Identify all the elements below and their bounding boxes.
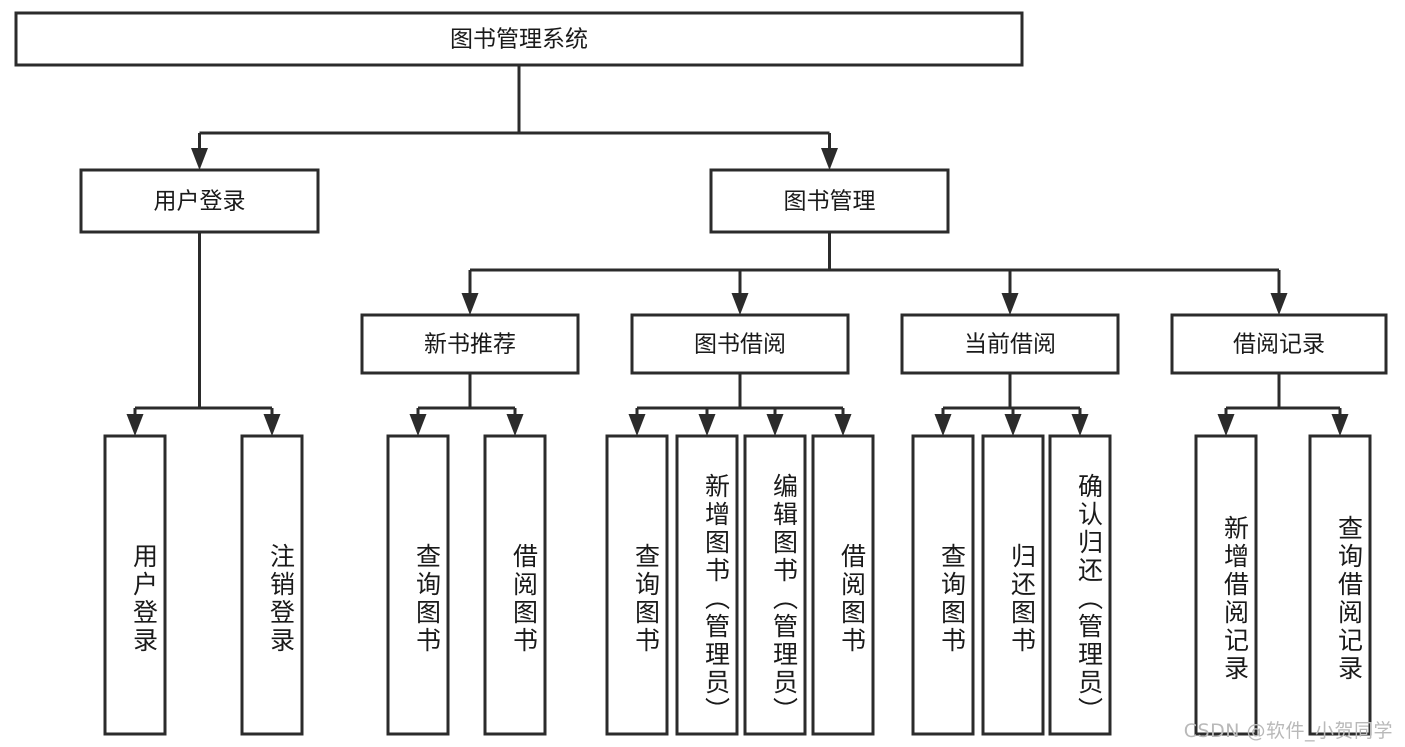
node---2[interactable]: 借阅记录 (1170, 313, 1388, 375)
node-box[interactable] (483, 434, 547, 736)
node-label: 借阅图书 (838, 543, 867, 655)
node-box[interactable] (900, 313, 1120, 375)
arrow-head-icon (766, 414, 784, 436)
edge-group-current (934, 373, 1089, 436)
node-box[interactable] (709, 168, 950, 234)
node-box[interactable] (630, 313, 850, 375)
arrow-head-icon (1071, 414, 1089, 436)
node-label: 当前借阅 (964, 332, 1056, 358)
node-box[interactable] (1048, 434, 1112, 736)
node-label: 图书管理 (784, 189, 876, 215)
nodes-layer: 图书管理系统用户登录图书管理新书推荐图书借阅当前借阅借阅记录用户登录注销登录查询… (14, 11, 1388, 736)
edge-group-login (126, 232, 281, 436)
node---2[interactable]: 新书推荐 (360, 313, 580, 375)
edge-group-borrow (628, 373, 852, 436)
node-label: 新书推荐 (424, 332, 516, 358)
arrow-head-icon (1270, 293, 1288, 315)
arrow-head-icon (126, 414, 144, 436)
node-box[interactable] (1194, 434, 1258, 736)
node-label: 新增借阅记录 (1221, 515, 1250, 683)
arrow-head-icon (934, 414, 952, 436)
node-label: 用户登录 (130, 543, 159, 655)
node-box[interactable] (1170, 313, 1388, 375)
arrow-head-icon (628, 414, 646, 436)
node-label: 新增图书（管理员） (702, 473, 731, 725)
arrow-head-icon (1217, 414, 1235, 436)
node-label: 用户登录 (154, 189, 246, 215)
node-box[interactable] (386, 434, 450, 736)
arrow-head-icon (409, 414, 427, 436)
node---3[interactable]: 借阅图书 (483, 434, 547, 736)
arrow-head-icon (834, 414, 852, 436)
arrow-head-icon (1004, 414, 1022, 436)
node---2[interactable]: 图书借阅 (630, 313, 850, 375)
node---0[interactable]: 图书管理系统 (14, 11, 1024, 67)
arrow-head-icon (191, 148, 208, 170)
node-box[interactable] (14, 11, 1024, 67)
node---3[interactable]: 注销登录 (240, 434, 304, 736)
node-box[interactable] (675, 434, 739, 736)
edge-group-bookmgmt (461, 232, 1288, 315)
edges-layer (126, 65, 1349, 436)
node-label: 查询图书 (413, 543, 442, 655)
node-label: 图书借阅 (694, 332, 786, 358)
node-label: 查询图书 (632, 543, 661, 655)
edge-group-root (191, 65, 838, 170)
arrow-head-icon (731, 293, 749, 315)
node-box[interactable] (911, 434, 975, 736)
node-box[interactable] (360, 313, 580, 375)
edge-group-newbook (409, 373, 524, 436)
node---3[interactable]: 查询图书 (911, 434, 975, 736)
arrow-head-icon (821, 148, 838, 170)
node-label: 借阅图书 (510, 543, 539, 655)
node---3[interactable]: 查询图书 (386, 434, 450, 736)
watermark-label: CSDN @软件_小贺同学 (1183, 720, 1393, 742)
edge-group-records (1217, 373, 1349, 436)
node---3[interactable]: 查询借阅记录 (1308, 434, 1372, 736)
arrow-head-icon (698, 414, 716, 436)
node---3[interactable]: 查询图书 (605, 434, 669, 736)
node---3[interactable]: 编辑图书（管理员） (743, 434, 807, 736)
node-label: 查询图书 (938, 543, 967, 655)
node---3[interactable]: 新增图书（管理员） (675, 434, 739, 736)
node---3[interactable]: 归还图书 (981, 434, 1045, 736)
node---1[interactable]: 图书管理 (709, 168, 950, 234)
node---3[interactable]: 借阅图书 (811, 434, 875, 736)
node---2[interactable]: 当前借阅 (900, 313, 1120, 375)
node-box[interactable] (811, 434, 875, 736)
node-box[interactable] (981, 434, 1045, 736)
node-label: 编辑图书（管理员） (770, 473, 799, 725)
node-box[interactable] (743, 434, 807, 736)
node-label: 借阅记录 (1233, 332, 1325, 358)
node---3[interactable]: 确认归还（管理员） (1048, 434, 1112, 736)
arrow-head-icon (1001, 293, 1019, 315)
node-label: 归还图书 (1008, 543, 1037, 655)
arrow-head-icon (506, 414, 524, 436)
node-box[interactable] (1308, 434, 1372, 736)
arrow-head-icon (461, 293, 479, 315)
node---1[interactable]: 用户登录 (79, 168, 320, 234)
node-label: 确认归还（管理员） (1075, 473, 1104, 725)
node-label: 注销登录 (267, 543, 296, 655)
node-box[interactable] (103, 434, 167, 736)
node---3[interactable]: 用户登录 (103, 434, 167, 736)
arrow-head-icon (263, 414, 281, 436)
node---3[interactable]: 新增借阅记录 (1194, 434, 1258, 736)
node-box[interactable] (240, 434, 304, 736)
node-label: 查询借阅记录 (1335, 515, 1364, 683)
node-box[interactable] (605, 434, 669, 736)
node-box[interactable] (79, 168, 320, 234)
arrow-head-icon (1331, 414, 1349, 436)
node-label: 图书管理系统 (450, 27, 588, 53)
